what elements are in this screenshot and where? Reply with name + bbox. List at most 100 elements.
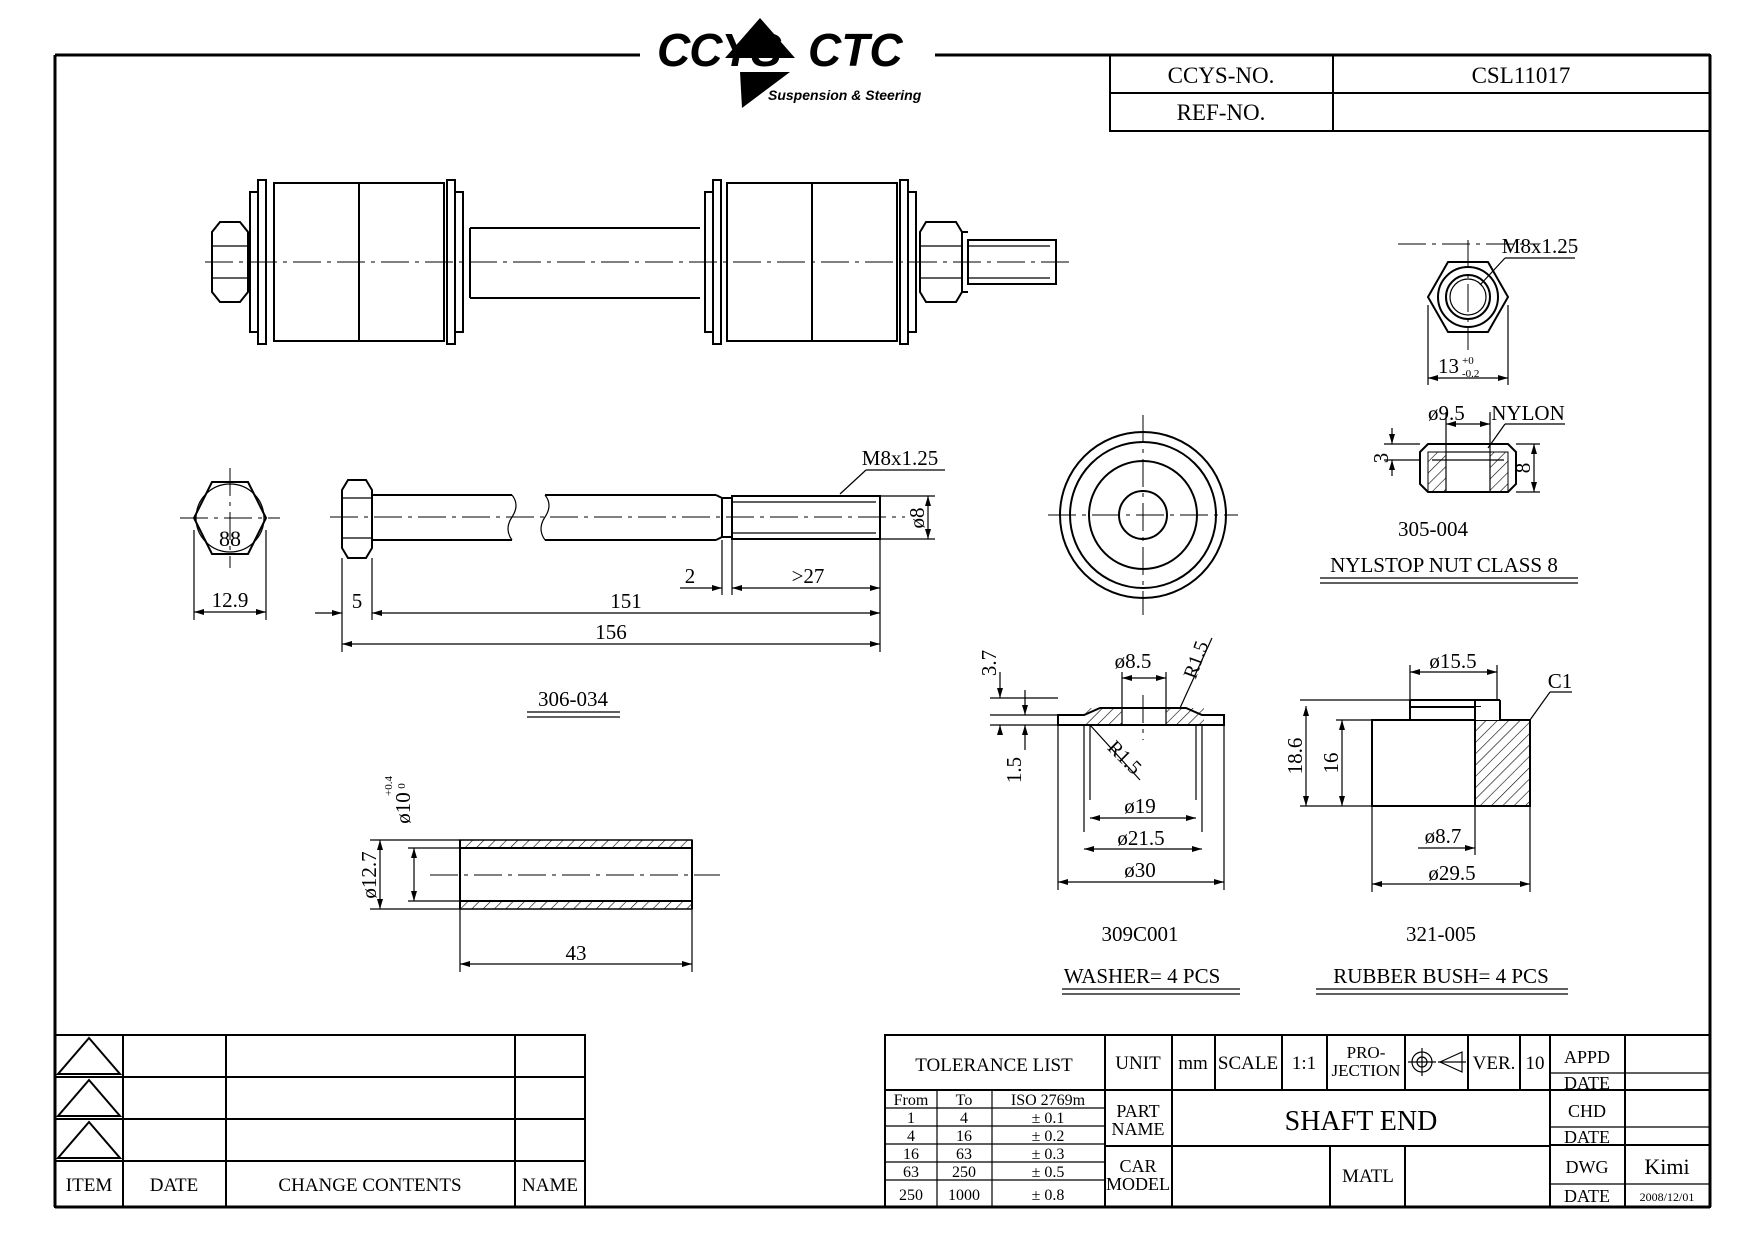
part-name-label-2: NAME	[1112, 1119, 1165, 1139]
nut-width: 13	[1438, 354, 1459, 378]
svg-text:1000: 1000	[948, 1187, 980, 1204]
sleeve-inner-tol-top: +0.4	[383, 776, 395, 796]
tol-row: 1 4 ± 0.1	[907, 1110, 1064, 1127]
nut-thread-spec: M8x1.25	[1502, 234, 1578, 258]
part-name-value: SHAFT END	[1285, 1106, 1438, 1137]
washer-d3: ø30	[1124, 858, 1156, 882]
nut-width-tol-top: +0	[1462, 355, 1474, 367]
appd-date-label: DATE	[1564, 1073, 1610, 1093]
nut-bore-dia: ø9.5	[1428, 401, 1465, 425]
revision-header-name: NAME	[522, 1175, 578, 1196]
sleeve-inner-tol-bot: 0	[396, 783, 408, 789]
scale-value: 1:1	[1292, 1053, 1316, 1074]
bolt-hex-size: 88	[219, 526, 241, 551]
bush-height: 16	[1319, 753, 1343, 774]
sleeve-view: ø10 +0.4 0 ø12.7 43	[357, 776, 720, 972]
ccys-no-label: CCYS-NO.	[1168, 63, 1275, 88]
svg-text:± 0.3: ± 0.3	[1032, 1146, 1065, 1163]
projection-label-2: JECTION	[1332, 1061, 1401, 1080]
dwg-value: Kimi	[1644, 1154, 1689, 1179]
bush-top-dia: ø15.5	[1429, 649, 1476, 673]
washer-d1: ø19	[1124, 794, 1156, 818]
washer-top-view	[1048, 415, 1238, 615]
bush-chamfer: C1	[1548, 669, 1573, 693]
revision-header-change: CHANGE CONTENTS	[278, 1175, 461, 1196]
chd-date-label: DATE	[1564, 1127, 1610, 1147]
nut-h1: 3	[1369, 453, 1393, 464]
dwg-date-label: DATE	[1564, 1186, 1610, 1206]
bush-part-code: 321-005	[1406, 922, 1476, 946]
projection-label-1: PRO-	[1347, 1043, 1386, 1062]
bolt-shank-len: 151	[610, 589, 642, 613]
tol-row: 16 63 ± 0.3	[903, 1146, 1064, 1163]
sleeve-outer-dia: ø12.7	[357, 851, 381, 898]
logo-brand-right: CTC	[808, 24, 903, 76]
washer-thickness: 1.5	[1002, 757, 1026, 783]
tolerance-title: TOLERANCE LIST	[915, 1055, 1073, 1076]
tol-row: 250 1000 ± 0.8	[899, 1187, 1064, 1204]
version-value: 10	[1526, 1053, 1545, 1074]
revision-header-item: ITEM	[66, 1175, 113, 1196]
logo-tagline: Suspension & Steering	[768, 87, 922, 103]
svg-text:1: 1	[907, 1110, 915, 1127]
revision-triangle-icon	[55, 1120, 123, 1159]
appd-label: APPD	[1564, 1047, 1610, 1067]
bolt-thread-spec: M8x1.25	[862, 446, 938, 470]
tol-row: 63 250 ± 0.5	[903, 1164, 1064, 1181]
bolt-side-view: M8x1.25 ø8 2 >27 5 151 156 306-034	[315, 446, 945, 718]
bolt-hex-view: 88 12.9	[180, 468, 280, 620]
scale-label: SCALE	[1218, 1053, 1278, 1074]
bolt-head-len: 5	[352, 589, 363, 613]
bolt-total-len: 156	[595, 620, 627, 644]
svg-text:63: 63	[956, 1146, 972, 1163]
svg-text:250: 250	[899, 1187, 923, 1204]
svg-text:4: 4	[960, 1110, 968, 1127]
nut-part-code: 305-004	[1398, 517, 1468, 541]
revision-triangle-icon	[55, 1036, 123, 1075]
bush-part-name: RUBBER BUSH= 4 PCS	[1333, 964, 1549, 988]
car-model-label-1: CAR	[1119, 1156, 1156, 1176]
tol-row: 4 16 ± 0.2	[907, 1128, 1064, 1145]
bush-outer-dia: ø29.5	[1428, 861, 1475, 885]
svg-text:63: 63	[903, 1164, 919, 1181]
car-model-label-2: MODEL	[1106, 1174, 1170, 1194]
tol-header-from: From	[894, 1092, 929, 1109]
nut-h2: 8	[1511, 463, 1535, 474]
bolt-dia: ø8	[905, 508, 929, 529]
svg-text:± 0.5: ± 0.5	[1032, 1164, 1065, 1181]
logo-lower-triangle-icon	[740, 72, 790, 108]
washer-radius-top: R1.5	[1179, 638, 1213, 682]
washer-d2: ø21.5	[1117, 826, 1164, 850]
washer-part-code: 309C001	[1101, 922, 1178, 946]
washer-radius-bottom: R1.5	[1103, 736, 1146, 779]
tol-header-iso: ISO 2769m	[1011, 1092, 1086, 1109]
washer-thickness-total: 3.7	[977, 650, 1001, 676]
bush-height-total: 18.6	[1283, 738, 1307, 775]
svg-text:± 0.8: ± 0.8	[1032, 1187, 1065, 1204]
nut-section-view: ø9.5 NYLON 3 8 305-004 NYLSTOP NUT CLASS…	[1320, 401, 1578, 584]
svg-text:16: 16	[903, 1146, 919, 1163]
sleeve-length: 43	[566, 941, 587, 965]
bolt-thread-gap: 2	[685, 564, 696, 588]
bolt-thread-len: >27	[792, 564, 825, 588]
logo-triangle-icon	[725, 18, 795, 58]
ccys-no-value: CSL11017	[1472, 63, 1571, 88]
nut-part-name: NYLSTOP NUT CLASS 8	[1330, 553, 1558, 577]
assembly-view	[205, 179, 1075, 345]
ref-no-label: REF-NO.	[1177, 100, 1266, 125]
chd-label: CHD	[1568, 1101, 1606, 1121]
version-label: VER.	[1473, 1053, 1516, 1074]
projection-symbol-icon	[1408, 1048, 1466, 1076]
washer-part-name: WASHER= 4 PCS	[1064, 964, 1221, 988]
bush-section-view: ø15.5 C1 18.6 16 ø8.7 ø29.5 321-005 RUBB…	[1283, 649, 1573, 995]
company-logo: CCYS CTC Suspension & Steering	[657, 18, 922, 108]
part-name-label-1: PART	[1116, 1101, 1159, 1121]
unit-value: mm	[1178, 1053, 1208, 1074]
dwg-date-value: 2008/12/01	[1640, 1190, 1695, 1204]
washer-section-view: ø8.5 R1.5 R1.5 3.7 1.5 ø19 ø21.5 ø30 309…	[977, 637, 1240, 995]
svg-text:4: 4	[907, 1128, 915, 1145]
revision-triangle-icon	[55, 1078, 123, 1117]
svg-text:± 0.2: ± 0.2	[1032, 1128, 1065, 1145]
